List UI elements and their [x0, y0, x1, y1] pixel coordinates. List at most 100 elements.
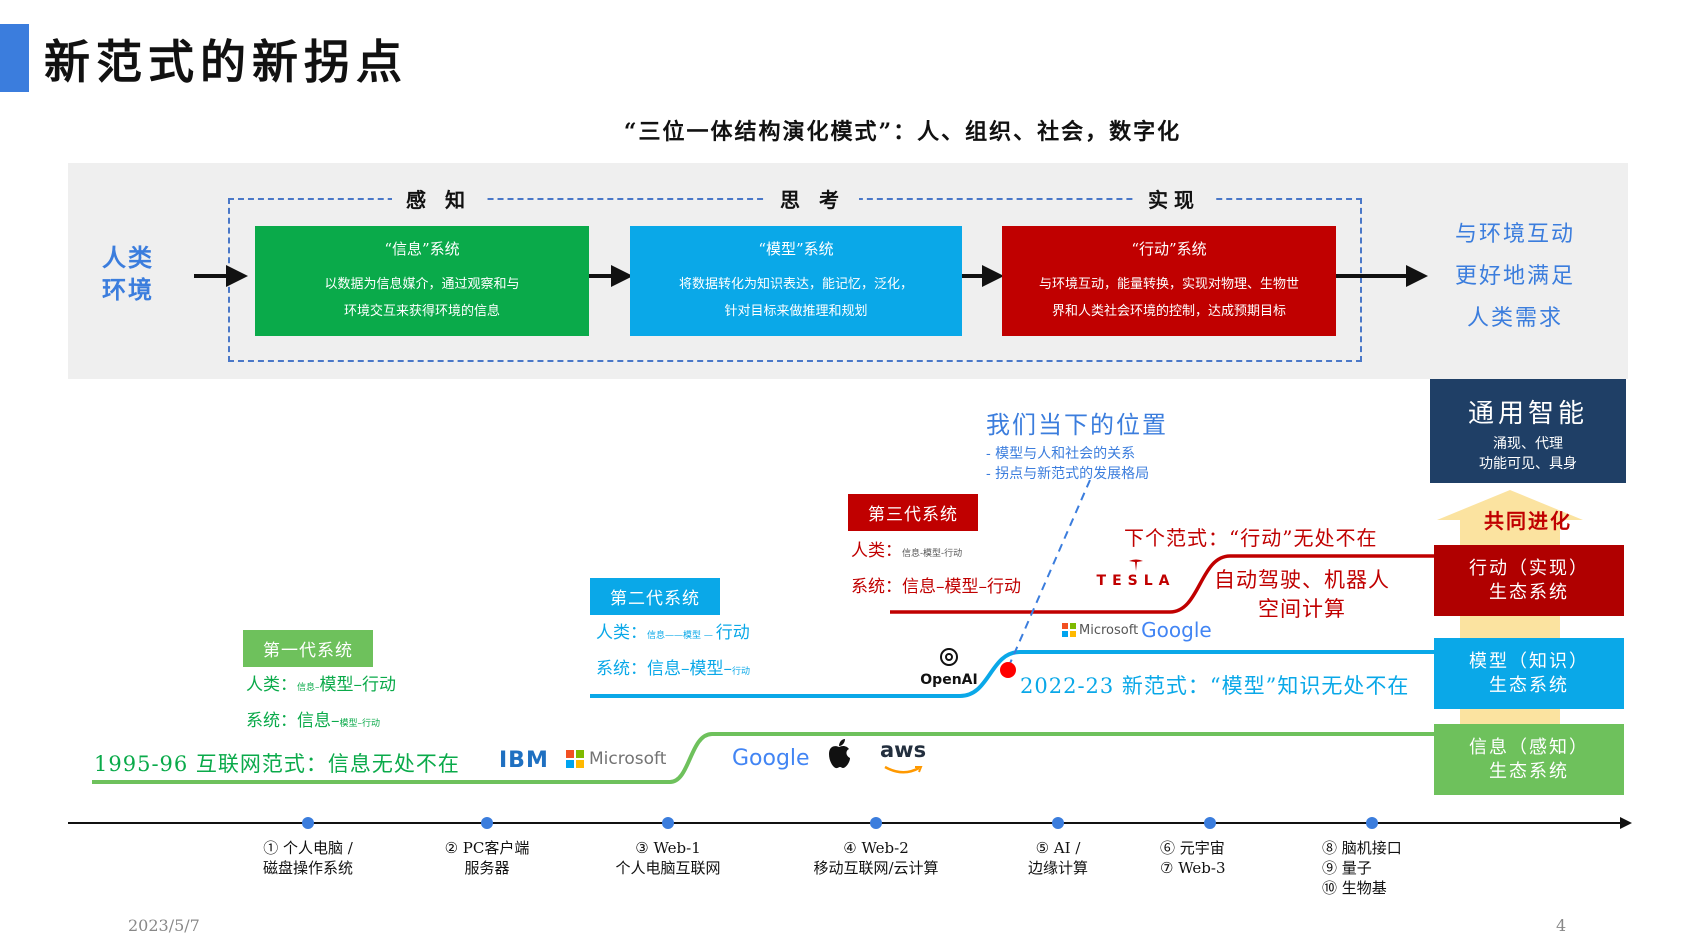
agi-title: 通用智能: [1467, 399, 1588, 429]
model-system-title: “模型”系统: [758, 240, 834, 258]
openai-logo: OpenAI: [919, 646, 979, 688]
timeline-label-line: 磁盘操作系统: [262, 859, 353, 877]
gen3-human-line: 人类：信息-模型-行动: [851, 536, 962, 561]
model-ecosystem-line: 模型（知识）: [1469, 651, 1589, 672]
timeline-label: ③ Web-1 个人电脑互联网: [588, 838, 748, 878]
model-ecosystem-box: 模型（知识） 生态系统: [1434, 638, 1624, 709]
arrow-head: [1406, 265, 1428, 287]
gen2-human-big: 行动: [715, 623, 750, 643]
page-title: 新范式的新拐点: [44, 35, 408, 89]
timeline-tick: [870, 817, 882, 829]
timeline-label: ① 个人电脑 / 磁盘操作系统: [228, 838, 388, 878]
action-system-desc: 与环境互动，能量转换，实现对物理、生物世: [1038, 277, 1299, 292]
left-label-line: 人类: [102, 243, 154, 272]
gen2-system-label: 系统：: [596, 659, 647, 679]
blue-paradigm-curve: [590, 650, 1440, 698]
gen1-system-line: 系统：信息–模型–行动: [246, 706, 380, 731]
agi-subline: 涌现、代理: [1493, 436, 1563, 452]
timeline-tick: [1204, 817, 1216, 829]
microsoft-squares-icon: [1062, 623, 1076, 637]
current-position-dot: [1000, 662, 1016, 678]
outcome-line: 更好地满足: [1454, 264, 1575, 289]
footer-date: 2023/5/7: [128, 916, 200, 935]
gen3-header: 第三代系统: [848, 494, 978, 531]
position-note-item: - 模型与人和社会的关系: [986, 446, 1136, 462]
outcome-label: 与环境互动 更好地满足 人类需求: [1430, 214, 1600, 340]
stage-perceive: 感 知: [392, 184, 485, 213]
microsoft-google-logo: Microsoft Google: [1062, 618, 1212, 642]
tesla-logo: TESLA: [1088, 556, 1184, 589]
outcome-line: 与环境互动: [1454, 222, 1575, 247]
agi-box: 通用智能 涌现、代理 功能可见、具身: [1430, 379, 1626, 483]
gen3-human-label: 人类：: [851, 541, 902, 561]
info-system-box: “信息”系统 以数据为信息媒介，通过观察和与 环境交互来获得环境的信息: [255, 226, 589, 336]
gen3-system-line: 系统：信息–模型–行动: [851, 572, 1021, 597]
info-ecosystem-box: 信息（感知） 生态系统: [1434, 724, 1624, 795]
model-ecosystem-line: 生态系统: [1489, 675, 1569, 696]
timeline-label: ② PC客户端 服务器: [407, 838, 567, 878]
title-accent-bar: [0, 24, 29, 92]
timeline-tick: [662, 817, 674, 829]
arrow-shaft: [589, 274, 611, 278]
arrow-shaft: [1336, 274, 1406, 278]
aws-wordmark: aws: [880, 738, 927, 762]
stage-think: 思 考: [766, 184, 859, 213]
gen2-human-label: 人类：: [596, 623, 647, 643]
timeline-label-line: ⑨ 量子: [1322, 859, 1372, 877]
outcome-line: 人类需求: [1466, 306, 1563, 331]
gen2-system-small: 行动: [732, 667, 751, 677]
gen2-header: 第二代系统: [590, 578, 720, 615]
info-system-desc: 以数据为信息媒介，通过观察和与: [324, 277, 520, 292]
gen1-human-line: 人类：信息–模型–行动: [246, 670, 396, 695]
position-note-title: 我们当下的位置: [986, 411, 1168, 439]
timeline-label-line: 个人电脑互联网: [615, 859, 721, 877]
current-position-note: 我们当下的位置 - 模型与人和社会的关系 - 拐点与新范式的发展格局: [986, 405, 1168, 484]
action-system-box: “行动”系统 与环境互动，能量转换，实现对物理、生物世 界和人类社会环境的控制，…: [1002, 226, 1336, 336]
timeline-label-line: 边缘计算: [1027, 859, 1088, 877]
green-paradigm-label: 1995-96 互联网范式：信息无处不在: [94, 752, 460, 776]
gen1-system-label: 系统：: [246, 711, 297, 731]
arrow-shaft: [962, 274, 982, 278]
microsoft-logo: Microsoft: [566, 749, 666, 769]
gen2-human-small: 信息——模型 —: [647, 631, 716, 641]
action-system-desc: 界和人类社会环境的控制，达成预期目标: [1051, 304, 1286, 319]
red-paradigm-label: 下个范式：“行动”无处不在: [1124, 526, 1378, 550]
human-environment-label: 人类 环境: [102, 242, 154, 306]
gen1-system-small: 模型–行动: [339, 719, 381, 729]
aws-logo: aws: [880, 740, 926, 779]
info-ecosystem-line: 生态系统: [1489, 761, 1569, 782]
info-ecosystem-line: 信息（感知）: [1469, 737, 1589, 758]
action-ecosystem-line: 生态系统: [1489, 582, 1569, 603]
tesla-t-icon: [1129, 559, 1143, 571]
page-number: 4: [1556, 916, 1567, 935]
gen3-human-small: 信息-模型-行动: [902, 549, 963, 559]
timeline-tick: [1366, 817, 1378, 829]
microsoft-wordmark: Microsoft: [589, 749, 667, 769]
stage-realize: 实现: [1134, 184, 1214, 213]
action-ecosystem-box: 行动（实现） 生态系统: [1434, 545, 1624, 616]
gen2-human-line: 人类：信息——模型 — 行动: [596, 618, 750, 643]
apple-icon: [826, 738, 852, 774]
timeline-tick: [481, 817, 493, 829]
timeline-label: ⑧ 脑机接口 ⑨ 量子 ⑩ 生物基: [1322, 838, 1442, 898]
gen1-system-big: 信息–: [297, 711, 340, 731]
openai-icon: [940, 648, 958, 666]
gen1-human-small: 信息–: [297, 683, 320, 693]
green-paradigm-curve: [92, 732, 1440, 784]
red-paradigm-sub-line: 自动驾驶、机器人: [1214, 568, 1390, 592]
timeline-arrow: [1620, 817, 1632, 829]
gen3-system-big: 信息–模型–行动: [902, 577, 1021, 597]
gen3-system-label: 系统：: [851, 577, 902, 597]
timeline-label-line: ⑧ 脑机接口: [1322, 839, 1402, 857]
google-logo: Google: [732, 746, 810, 771]
position-note-item: - 拐点与新范式的发展格局: [986, 466, 1150, 482]
timeline-tick: [302, 817, 314, 829]
red-paradigm-curve: [890, 554, 1440, 614]
position-pointer: [1007, 479, 1091, 669]
timeline-label-line: ③ Web-1: [635, 839, 701, 857]
timeline-label-line: ⑦ Web-3: [1160, 859, 1226, 877]
blue-paradigm-label: 2022-23 新范式：“模型”知识无处不在: [1020, 674, 1410, 698]
timeline-tick: [1052, 817, 1064, 829]
model-system-box: “模型”系统 将数据转化为知识表达，能记忆，泛化， 针对目标来做推理和规划: [630, 226, 962, 336]
arrow-head: [226, 265, 248, 287]
